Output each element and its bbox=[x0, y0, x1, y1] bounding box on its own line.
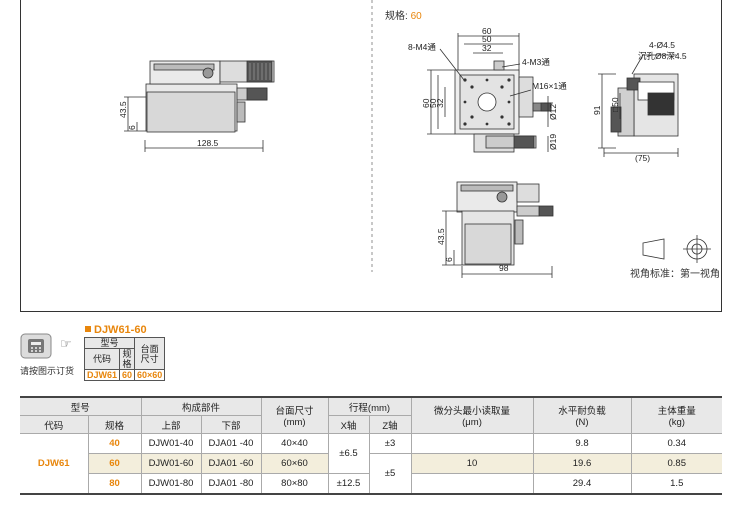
dim-top-width: 128.5 bbox=[197, 138, 219, 148]
th-travel: 行程(mm) bbox=[327, 397, 411, 416]
technical-drawing: 128.5 43.5 6 60 50 32 60 50 32 8-M4通 4-M… bbox=[118, 0, 711, 278]
th-model: 型号 bbox=[20, 397, 141, 416]
plan-view bbox=[427, 33, 553, 153]
row-size: 60×60 bbox=[260, 453, 328, 474]
order-header-model: 型号 bbox=[83, 337, 136, 349]
order-spec: 60 bbox=[119, 369, 136, 381]
row-lower: DJA01 -60 bbox=[200, 453, 261, 474]
th-upper: 上部 bbox=[140, 415, 201, 434]
dim-plan-v50: 50 bbox=[428, 98, 438, 108]
row-z-travel: ±3 bbox=[368, 433, 411, 454]
phone-icon bbox=[20, 333, 52, 359]
dim-front-h2: 6 bbox=[444, 257, 454, 262]
dim-left-h2: 6 bbox=[127, 125, 137, 130]
row-weight: 0.85 bbox=[630, 453, 722, 474]
dim-plan-60: 60 bbox=[482, 26, 492, 36]
row-code: DJW61 bbox=[20, 433, 88, 494]
order-table: 型号 台面尺寸 代码 规格 DJW61 60 60×60 bbox=[83, 337, 166, 381]
dim-side-sq: □50 bbox=[610, 97, 620, 112]
hole-m16-label: M16×1通 bbox=[532, 81, 567, 91]
side-counter-label: 沉孔Ø8深4.5 bbox=[638, 51, 687, 61]
th-size-label: 台面尺寸 bbox=[275, 406, 314, 417]
row-spec: 80 bbox=[87, 473, 141, 494]
row-z-travel: ±5 bbox=[368, 453, 411, 494]
row-spec: 40 bbox=[87, 433, 141, 454]
left-side-view bbox=[124, 60, 275, 152]
order-header-spec: 规格 bbox=[119, 348, 136, 370]
row-spec: 60 bbox=[87, 453, 141, 474]
dim-left-h1: 43.5 bbox=[118, 101, 128, 118]
dim-plan-32: 32 bbox=[482, 43, 492, 53]
th-weight-unit: (kg) bbox=[668, 417, 685, 428]
order-code: DJW61 bbox=[83, 369, 121, 381]
spec-label-text: 规格: bbox=[385, 11, 411, 22]
th-spec: 规格 bbox=[87, 415, 141, 434]
th-size-unit: (mm) bbox=[283, 417, 306, 428]
row-upper: DJW01-80 bbox=[140, 473, 201, 494]
projection-symbol bbox=[642, 235, 711, 263]
hole-m3-label: 4-M3通 bbox=[522, 57, 550, 67]
table-row: 60 DJW01-60 DJA01 -60 60×60 ±5 10 19.6 0… bbox=[20, 453, 722, 494]
dim-plan-v32: 32 bbox=[435, 98, 445, 108]
spec-value: 60 bbox=[410, 11, 422, 22]
square-bullet-icon bbox=[85, 326, 91, 332]
th-z-axis: Z轴 bbox=[368, 415, 411, 434]
row-load: 9.8 bbox=[532, 433, 631, 454]
row-upper: DJW01-60 bbox=[140, 453, 201, 474]
row-lower: DJA01 -40 bbox=[200, 433, 261, 454]
pointing-hand-icon: ☞ bbox=[60, 336, 72, 351]
row-reading: 10 bbox=[410, 453, 533, 474]
row-reading-empty bbox=[410, 433, 533, 454]
dim-front-h1: 43.5 bbox=[436, 228, 446, 245]
order-size: 60×60 bbox=[134, 369, 166, 381]
spec-table: 型号 构成部件 台面尺寸(mm) 行程(mm) 微分头最小读取量(μm) 水平耐… bbox=[20, 396, 722, 495]
row-x-travel: ±6.5 bbox=[327, 433, 369, 474]
model-title: DJW61-60 bbox=[85, 324, 147, 336]
hole-m4-label: 8-M4通 bbox=[408, 42, 436, 52]
row-lower: DJA01 -80 bbox=[200, 473, 261, 494]
th-size: 台面尺寸(mm) bbox=[260, 397, 328, 434]
order-header-code: 代码 bbox=[83, 348, 121, 370]
dim-side-h: 91 bbox=[592, 105, 602, 115]
row-load: 19.6 bbox=[532, 453, 631, 474]
view-standard-label: 视角标准：第一视角 bbox=[630, 269, 720, 280]
row-reading-empty bbox=[410, 473, 533, 494]
row-size: 40×40 bbox=[260, 433, 328, 454]
table-row: DJW61 40 DJW01-40 DJA01 -40 40×40 ±6.5 ±… bbox=[20, 433, 722, 494]
order-caption: 请按图示订货 bbox=[20, 366, 75, 376]
row-size: 80×80 bbox=[260, 473, 328, 494]
model-title-text: DJW61-60 bbox=[94, 324, 147, 336]
th-lower: 下部 bbox=[200, 415, 261, 434]
th-reading: 微分头最小读取量(μm) bbox=[410, 397, 533, 434]
spec-label: 规格: 60 bbox=[385, 7, 422, 22]
row-weight: 1.5 bbox=[630, 473, 722, 494]
side-hole-label: 4-Ø4.5 bbox=[649, 40, 675, 50]
th-load-unit: (N) bbox=[575, 417, 589, 428]
th-reading-unit: (μm) bbox=[462, 417, 482, 428]
dim-front-w: 98 bbox=[499, 263, 509, 273]
row-weight: 0.34 bbox=[630, 433, 722, 454]
dim-plan-v60: 60 bbox=[421, 98, 431, 108]
dim-plan-50: 50 bbox=[482, 34, 492, 44]
th-x-axis: X轴 bbox=[327, 415, 369, 434]
th-load-label: 水平耐负载 bbox=[558, 406, 606, 417]
th-reading-label: 微分头最小读取量 bbox=[433, 406, 510, 417]
row-load: 29.4 bbox=[532, 473, 631, 494]
th-load: 水平耐负载(N) bbox=[532, 397, 631, 434]
table-row: 80 DJW01-80 DJA01 -80 80×80 ±12.5 29.4 1… bbox=[20, 473, 722, 494]
th-weight: 主体重量(kg) bbox=[630, 397, 722, 434]
dim-side-w: (75) bbox=[635, 153, 650, 163]
th-weight-label: 主体重量 bbox=[657, 406, 696, 417]
drawing-frame bbox=[20, 0, 722, 312]
dim-d19: Ø19 bbox=[548, 134, 558, 150]
right-side-view bbox=[598, 54, 679, 157]
dim-d12: Ø12 bbox=[548, 104, 558, 120]
front-view bbox=[442, 181, 554, 278]
row-x-travel: ±12.5 bbox=[327, 473, 369, 494]
row-upper: DJW01-40 bbox=[140, 433, 201, 454]
order-header-size: 台面尺寸 bbox=[134, 337, 166, 370]
th-parts: 构成部件 bbox=[140, 397, 261, 416]
th-code: 代码 bbox=[20, 415, 88, 434]
